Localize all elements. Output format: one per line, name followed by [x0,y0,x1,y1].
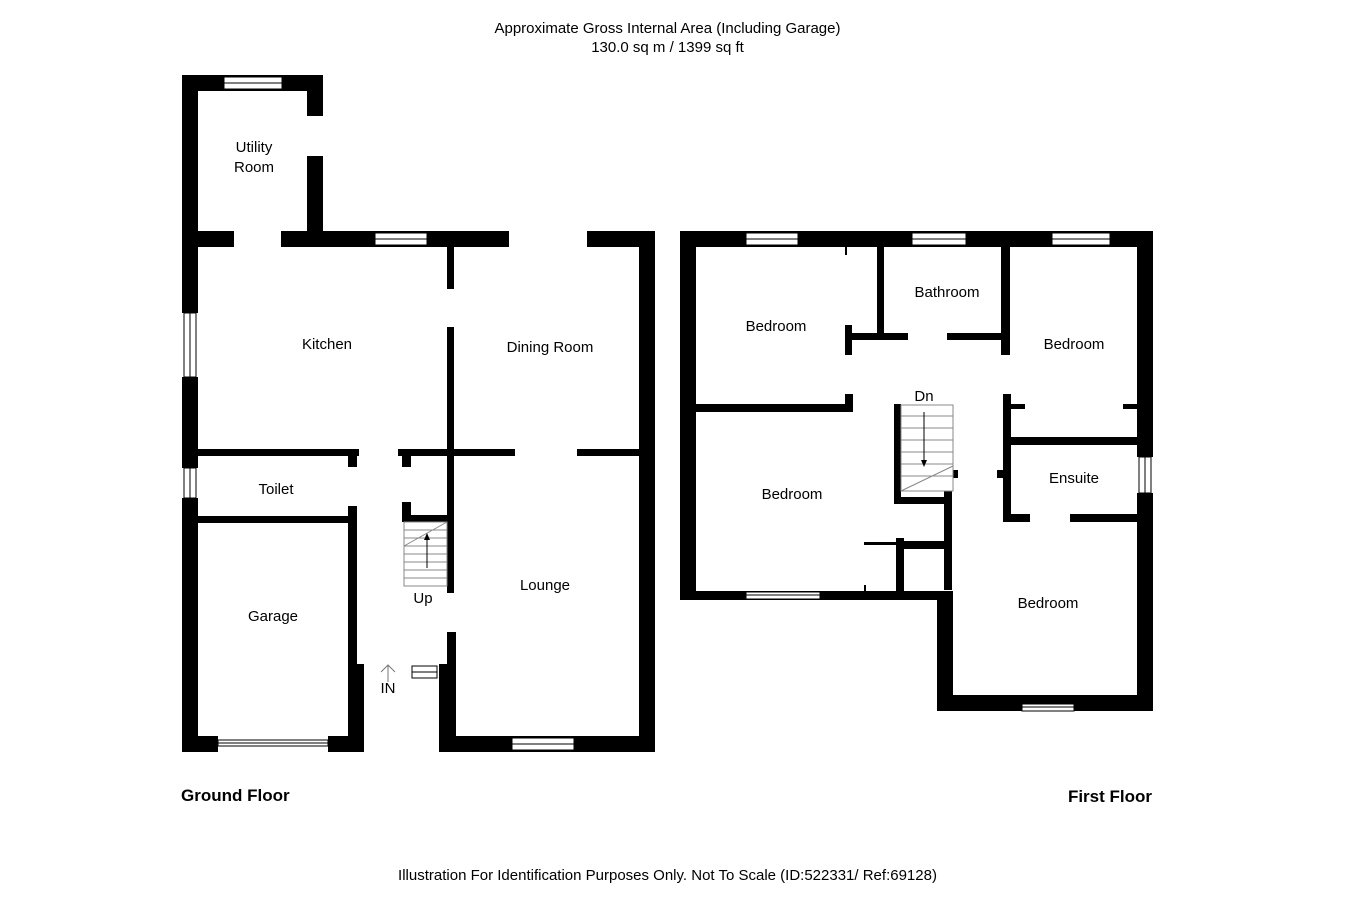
wall [307,75,323,116]
window [1051,232,1111,246]
room-label-bedroom-w: Bedroom [762,486,823,503]
window [911,232,967,246]
wall [402,515,454,522]
room-label-dining: Dining Room [507,339,594,356]
entrance-arrow-icon [380,664,396,682]
room-label-lounge: Lounge [520,577,570,594]
wall [1137,493,1153,711]
wall [937,591,953,711]
wall [1003,514,1030,522]
window [183,467,197,499]
window [1021,703,1075,712]
stairs-up-label: Up [413,590,432,607]
room-label-bathroom: Bathroom [914,284,979,301]
first-floor-label: First Floor [1068,787,1152,806]
wall [845,247,847,255]
wall [348,506,357,664]
wall [845,333,908,340]
wall [198,231,234,247]
wall [348,664,364,752]
wall [182,75,198,238]
wall [997,470,1011,478]
wall [182,231,198,313]
wall [402,449,411,467]
room-label-bedroom-nw: Bedroom [746,318,807,335]
window [374,232,428,246]
room-label-toilet: Toilet [258,481,294,498]
wall [447,247,454,289]
wall [845,325,852,355]
wall [894,404,901,504]
ground-floor-label: Ground Floor [181,786,290,805]
room-label-bedroom-se: Bedroom [1018,595,1079,612]
room-label-utility-line2: Room [234,159,274,176]
wall [680,231,696,600]
wall [307,156,323,238]
window [511,737,575,751]
wall [1003,404,1025,409]
wall [348,449,357,467]
disclaimer: Illustration For Identification Purposes… [398,867,937,884]
wall [1070,514,1137,522]
wall [864,585,866,591]
wall [1123,404,1137,409]
garage-door [217,739,329,747]
first-floor-plan: Bedroom Bathroom Bedroom Dn Bedroom Ensu… [680,231,1153,806]
wall [447,327,454,593]
wall [398,449,515,456]
stairs-down [900,404,954,492]
wall [182,498,198,752]
wall [402,502,411,522]
window [745,591,821,600]
room-label-bedroom-ne: Bedroom [1044,336,1105,353]
room-label-utility-line1: Utility [236,139,273,156]
wall [198,516,357,523]
area-size: 130.0 sq m / 1399 sq ft [591,39,744,56]
stairs-down-label: Dn [914,388,933,405]
wall [639,231,655,752]
wall [864,542,896,545]
wall [896,541,952,549]
window [1138,456,1152,494]
area-header: Approximate Gross Internal Area (Includi… [0,19,1335,57]
window [745,232,799,246]
wall [877,247,884,333]
wall [896,538,904,591]
room-label-kitchen: Kitchen [302,336,352,353]
room-label-ensuite: Ensuite [1049,470,1099,487]
room-label-garage: Garage [248,608,298,625]
ground-floor-plan: Utility Room Kitchen Dining Room Toilet … [181,75,655,805]
wall [587,231,655,247]
wall [1137,231,1153,457]
wall [947,333,1007,340]
area-title: Approximate Gross Internal Area (Includi… [494,20,841,37]
wall [1003,437,1137,445]
wall [182,377,198,468]
wall [1001,247,1010,355]
wall [845,394,853,412]
wall [182,736,218,752]
wall [894,497,950,504]
window [223,76,283,90]
wall [1003,394,1011,522]
window [411,665,438,679]
window [183,312,197,378]
entrance-label: IN [381,680,396,697]
wall [944,470,952,590]
wall [198,449,359,456]
wall [937,695,1153,711]
wall [439,664,456,752]
wall [696,404,853,412]
stairs-up [403,521,448,587]
wall [577,449,639,456]
